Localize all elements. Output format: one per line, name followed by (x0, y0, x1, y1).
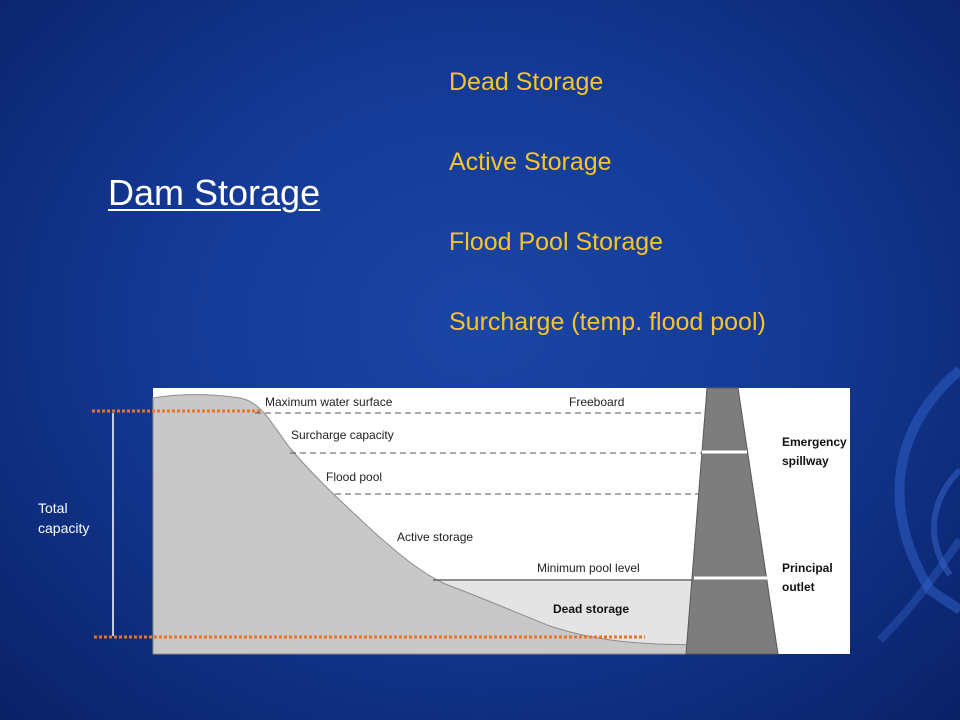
total-capacity-line2: capacity (38, 520, 90, 536)
storage-item-active: Active Storage (449, 148, 612, 176)
flood-pool-label: Flood pool (326, 470, 382, 484)
max-water-surface-label: Maximum water surface (265, 395, 393, 409)
freeboard-label: Freeboard (569, 395, 624, 409)
total-capacity-label: Total capacity (38, 498, 89, 538)
dead-storage-label: Dead storage (553, 602, 629, 616)
storage-type-list: Dead Storage Active Storage Flood Pool S… (449, 60, 766, 380)
total-capacity-line1: Total (38, 500, 68, 516)
minimum-pool-level-label: Minimum pool level (537, 561, 640, 575)
emergency-spillway-label-line1: Emergency (782, 435, 847, 449)
slide-title: Dam Storage (108, 172, 321, 213)
principal-outlet-label-line2: outlet (782, 580, 815, 594)
reservoir-ground (152, 394, 706, 655)
surcharge-capacity-label: Surcharge capacity (291, 428, 394, 442)
active-storage-label: Active storage (397, 530, 473, 544)
principal-outlet-label-line1: Principal (782, 561, 833, 575)
dam-body (685, 387, 779, 655)
emergency-spillway-label-line2: spillway (782, 454, 829, 468)
storage-item-surcharge: Surcharge (temp. flood pool) (449, 308, 766, 336)
storage-item-flood-pool: Flood Pool Storage (449, 228, 664, 256)
storage-item-dead: Dead Storage (449, 68, 604, 96)
